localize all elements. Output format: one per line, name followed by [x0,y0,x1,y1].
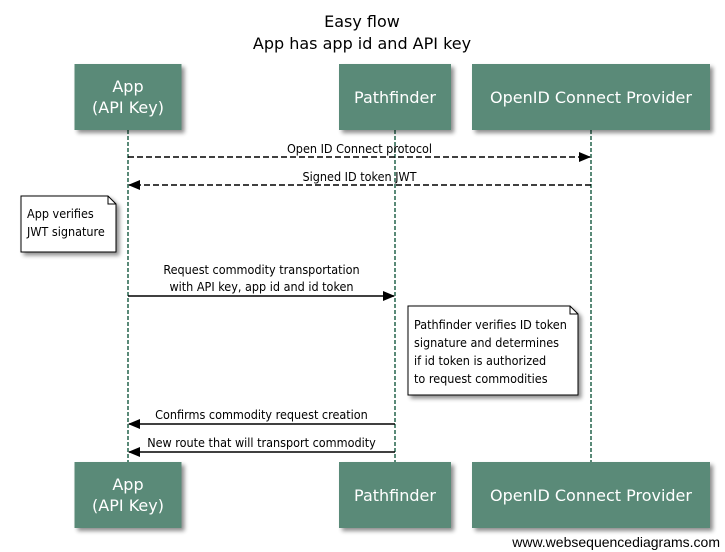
participant-box [339,462,451,528]
participant-box [74,462,182,528]
participant-app-bottom: App (API Key) [74,462,182,528]
participant-oidc-top: OpenID Connect Provider [472,64,710,130]
message-label: Confirms commodity request creation [155,407,368,422]
participants: App(API Key)App(API Key)PathfinderPathfi… [74,64,710,528]
note-fold [569,306,578,315]
message-1: Open ID Connect protocol [128,141,591,162]
participant-label: App [112,475,143,494]
participant-box [472,64,710,130]
note-box [407,305,579,396]
participant-label: App [112,77,143,96]
participant-box [339,64,451,130]
message-label: with API key, app id and id token [169,279,353,294]
note-text: to request commodities [414,371,548,386]
footer-watermark: www.websequencediagrams.com [511,534,720,550]
participant-label: OpenID Connect Provider [490,88,692,107]
participant-oidc-bottom: OpenID Connect Provider [472,462,710,528]
message-label: Request commodity transportation [163,262,359,277]
message-5: New route that will transport commodity [128,435,395,457]
participant-label: OpenID Connect Provider [490,486,692,505]
note-text: JWT signature [26,224,105,239]
note-box [20,195,117,253]
note-pathfinder: Pathfinder verifies ID token signature an… [407,305,579,396]
participant-label: Pathfinder [354,88,436,107]
participant-pathfinder-bottom: Pathfinder [339,462,451,528]
message-4: Confirms commodity request creation [128,407,395,429]
diagram-title-line2: App has app id and API key [253,34,471,53]
note-text: App verifies [27,206,94,221]
participant-app-top: App (API Key) [74,64,182,130]
participant-label: (API Key) [92,496,164,515]
participant-label: (API Key) [92,98,164,117]
message-3: Request commodity transportation with API… [128,262,395,301]
participant-label: Pathfinder [354,486,436,505]
participant-box [472,462,710,528]
note-text: if id token is authorized [414,353,546,368]
message-label: New route that will transport commodity [147,435,376,450]
message-label: Signed ID token JWT [303,169,417,184]
diagram-title-line1: Easy flow [324,12,400,31]
participant-pathfinder-top: Pathfinder [339,64,451,130]
note-fold [107,196,116,205]
message-label: Open ID Connect protocol [287,141,432,156]
message-2: Signed ID token JWT [128,169,591,190]
note-text: signature and determines [414,335,559,350]
note-text: Pathfinder verifies ID token [414,317,567,332]
participant-box [74,64,182,130]
